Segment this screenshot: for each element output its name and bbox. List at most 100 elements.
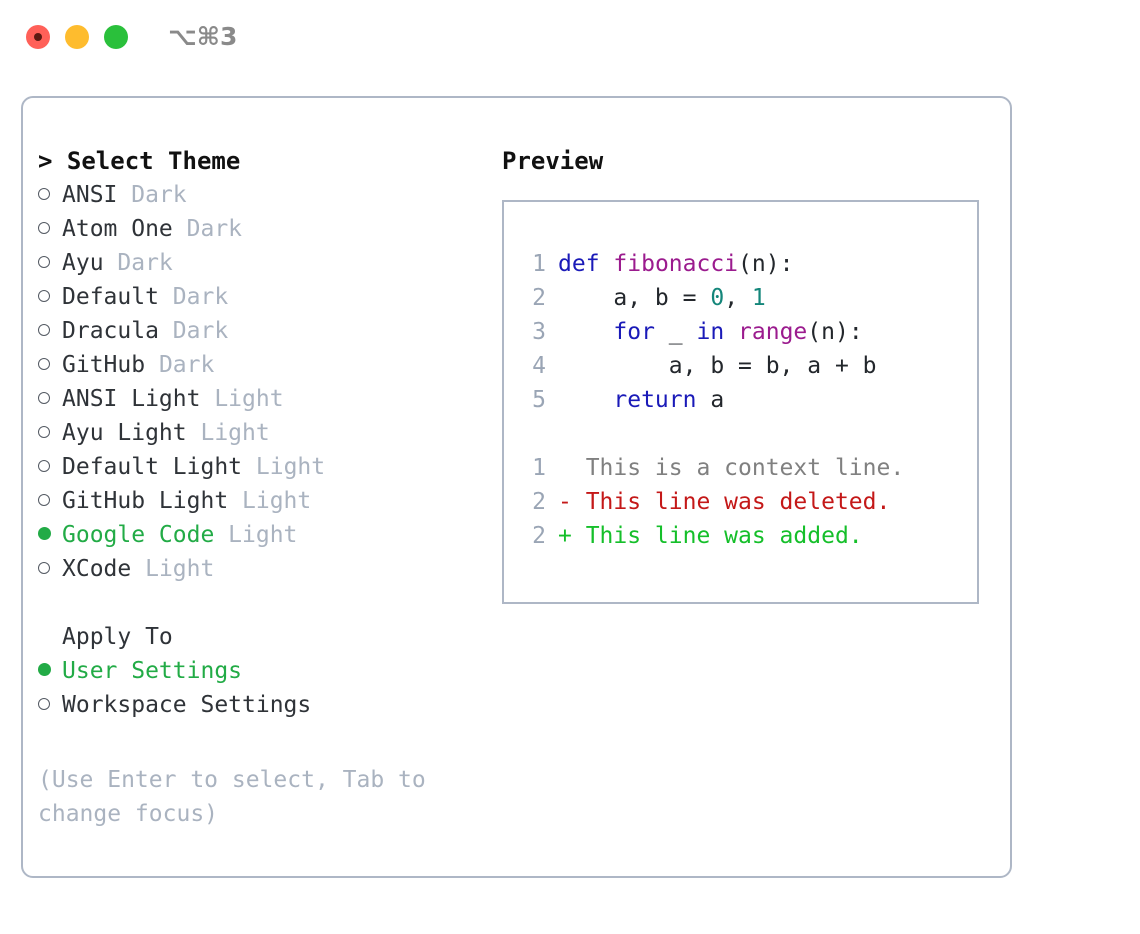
line-number: 2 [532, 489, 546, 515]
code-token: 1 [751, 285, 766, 311]
theme-name: Google Code [62, 522, 229, 548]
code-line: 2 + This line was added. [520, 519, 969, 553]
line-number: 4 [532, 353, 546, 379]
apply-to-option-workspace-settings[interactable]: Workspace Settings [38, 688, 478, 722]
preview-title: Preview [502, 147, 604, 175]
close-button[interactable] [26, 25, 50, 49]
code-token: in [696, 319, 725, 345]
code-token: + This line was added. [558, 523, 863, 549]
radio-empty-icon [38, 416, 62, 450]
radio-empty-icon [38, 484, 62, 518]
theme-variant-badge: Dark [131, 182, 187, 208]
radio-empty-icon [38, 212, 62, 246]
theme-variant-badge: Dark [172, 284, 229, 310]
theme-variant-badge: Light [214, 386, 284, 412]
theme-name: GitHub [62, 352, 159, 378]
minimize-button[interactable] [65, 25, 89, 49]
code-token: a [696, 387, 725, 413]
theme-name: ANSI Light [62, 386, 215, 412]
theme-name: Ayu [62, 250, 118, 276]
code-token: _ [654, 319, 697, 345]
code-token: , [724, 285, 752, 311]
radio-selected-icon [38, 654, 62, 688]
radio-empty-icon [38, 348, 62, 382]
theme-name: ANSI [62, 182, 132, 208]
radio-empty-icon [38, 688, 62, 722]
line-number: 2 [532, 285, 546, 311]
apply-to-header: Apply To [62, 624, 173, 650]
code-token [558, 319, 613, 345]
keyboard-shortcut-label: ⌥⌘3 [168, 22, 238, 51]
theme-name: Default [62, 284, 173, 310]
radio-empty-icon [38, 280, 62, 314]
theme-variant-badge: Light [228, 522, 298, 548]
theme-option-xcode[interactable]: XCode Light [38, 552, 478, 586]
title-bar: ⌥⌘3 [0, 0, 1140, 78]
code-token [600, 251, 614, 277]
code-token: fibonacci [613, 251, 739, 277]
theme-variant-badge: Light [255, 454, 326, 480]
list-spacer [38, 586, 478, 620]
theme-option-dracula[interactable]: Dracula Dark [38, 314, 478, 348]
zoom-button[interactable] [104, 25, 128, 49]
code-token: for [613, 319, 655, 345]
apply-to-label: Workspace Settings [62, 692, 312, 718]
theme-option-ansi-light[interactable]: ANSI Light Light [38, 382, 478, 416]
code-token: This is a context line. [558, 455, 905, 481]
theme-option-ansi[interactable]: ANSI Dark [38, 178, 478, 212]
theme-variant-badge: Dark [186, 216, 243, 242]
theme-name: Default Light [62, 454, 256, 480]
theme-option-default-light[interactable]: Default Light Light [38, 450, 478, 484]
code-token: (n): [738, 251, 794, 277]
select-theme-header: > Select Theme [38, 147, 241, 175]
code-token: range [738, 319, 808, 345]
radio-empty-icon [38, 552, 62, 586]
code-token: def [558, 251, 600, 277]
theme-variant-badge: Dark [158, 352, 215, 378]
line-number: 5 [532, 387, 546, 413]
theme-name: Dracula [62, 318, 173, 344]
apply-to-option-user-settings[interactable]: User Settings [38, 654, 478, 688]
theme-option-github-light[interactable]: GitHub Light Light [38, 484, 478, 518]
theme-option-google-code[interactable]: Google Code Light [38, 518, 478, 552]
theme-variant-badge: Light [200, 420, 270, 446]
theme-variant-badge: Light [145, 556, 215, 582]
code-line: 4 a, b = b, a + b [520, 349, 969, 383]
code-token: return [613, 387, 697, 413]
code-token: a, b = [558, 285, 711, 311]
radio-empty-icon [38, 246, 62, 280]
code-token: - This line was deleted. [558, 489, 891, 515]
theme-name: XCode [62, 556, 146, 582]
theme-option-default[interactable]: Default Dark [38, 280, 478, 314]
code-line: 2 - This line was deleted. [520, 485, 969, 519]
code-token [558, 387, 613, 413]
line-number: 3 [532, 319, 546, 345]
theme-variant-badge: Light [242, 488, 312, 514]
code-blank-line [520, 417, 969, 451]
code-token: a, b = b, a + b [558, 353, 877, 379]
line-number: 2 [532, 523, 546, 549]
radio-selected-icon [38, 518, 62, 552]
theme-option-atom-one[interactable]: Atom One Dark [38, 212, 478, 246]
theme-name: Atom One [62, 216, 187, 242]
theme-variant-badge: Dark [172, 318, 229, 344]
keyboard-hint: (Use Enter to select, Tab to change focu… [38, 767, 426, 827]
radio-empty-icon [38, 314, 62, 348]
theme-option-ayu[interactable]: Ayu Dark [38, 246, 478, 280]
theme-variant-badge: Dark [117, 250, 173, 276]
theme-option-ayu-light[interactable]: Ayu Light Light [38, 416, 478, 450]
theme-option-github[interactable]: GitHub Dark [38, 348, 478, 382]
code-line: 3 for _ in range(n): [520, 315, 969, 349]
traffic-lights [26, 25, 128, 49]
radio-empty-icon [38, 450, 62, 484]
theme-name: GitHub Light [62, 488, 243, 514]
apply-to-label: User Settings [62, 658, 243, 684]
code-line: 5 return a [520, 383, 969, 417]
